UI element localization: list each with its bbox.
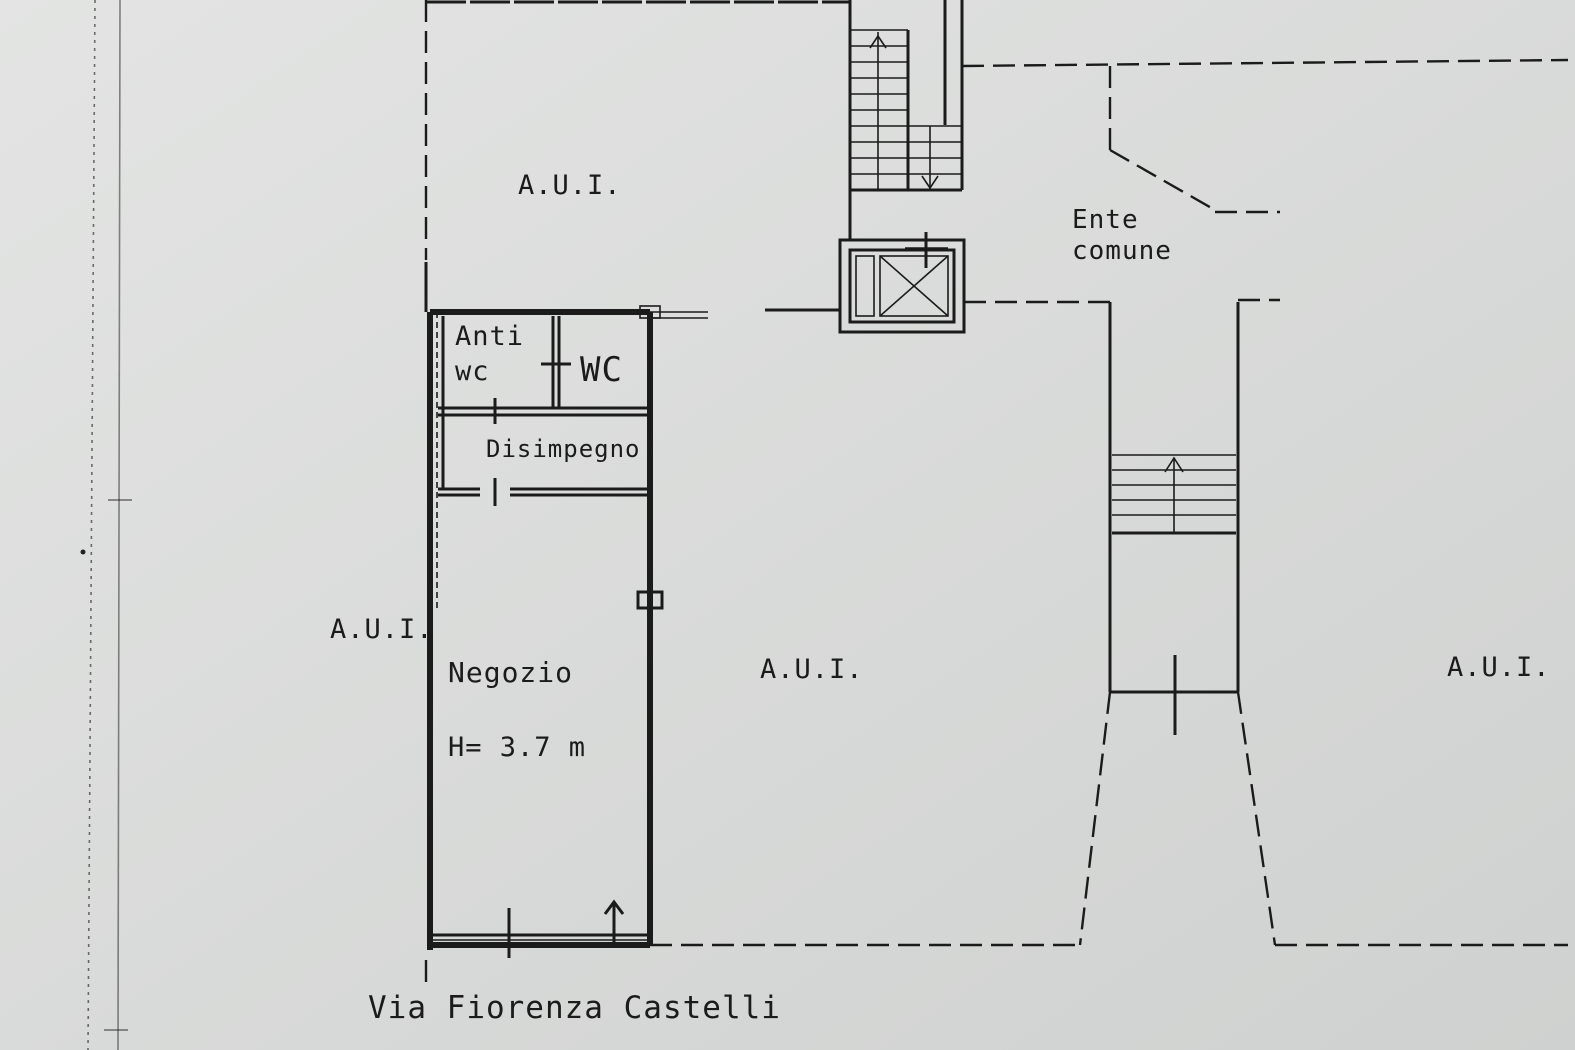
margin-lines — [80, 0, 132, 1050]
label-aui-right: A.U.I. — [1447, 652, 1551, 683]
label-comune: comune — [1072, 236, 1172, 266]
label-height: H= 3.7 m — [448, 732, 586, 763]
label-anti: Anti — [455, 321, 524, 352]
staircase-right — [1112, 454, 1236, 735]
label-street: Via Fiorenza Castelli — [368, 990, 781, 1026]
label-wc: WC — [580, 350, 623, 390]
label-ente: Ente — [1072, 205, 1139, 235]
label-negozio: Negozio — [448, 656, 573, 689]
interior-partitions — [438, 316, 650, 497]
label-aui-center: A.U.I. — [760, 654, 864, 685]
common-area-boundaries — [650, 58, 1569, 947]
labels: A.U.I. A.U.I. A.U.I. A.U.I. Ente comune … — [330, 170, 1551, 1026]
staircase-top — [848, 0, 964, 240]
door-marks — [493, 362, 625, 958]
label-aui-top: A.U.I. — [518, 170, 622, 201]
label-aui-left: A.U.I. — [330, 614, 434, 645]
label-anti-wc: wc — [455, 356, 490, 387]
lift-shaft — [838, 232, 966, 334]
label-disimpegno: Disimpegno — [486, 435, 641, 463]
